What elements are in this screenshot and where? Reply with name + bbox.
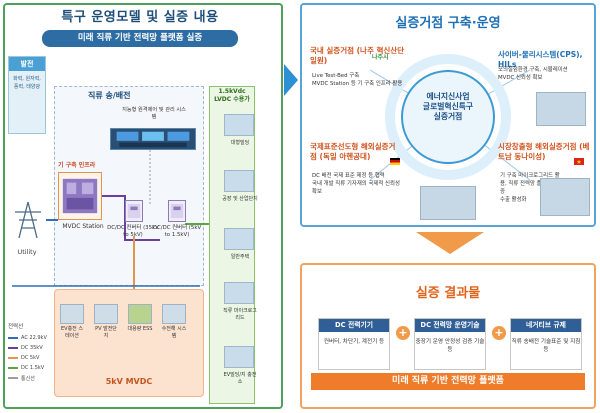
- dc-converter-icon-2: [168, 200, 186, 222]
- house-image: [224, 228, 254, 250]
- node-domestic-title: 국내 실증거점 (나주 혁신산단 일원): [310, 46, 405, 65]
- cps-lab-image: [536, 92, 586, 126]
- mvdc-station-image: [58, 172, 102, 220]
- transmission-tower-icon: [15, 201, 41, 239]
- legend-swatch-icon: [8, 377, 18, 379]
- large-building-image: [224, 114, 254, 136]
- bullet-item: Live Test-Bed 구축: [312, 73, 360, 79]
- utility-label: Utility: [17, 248, 37, 256]
- legend-swatch-icon: [8, 357, 18, 359]
- ev-charging-image: [60, 304, 84, 324]
- power-line-legend: 전력선 AC 22.9kV DC 35kV DC 5kV DC 1.5kV 통신…: [8, 322, 52, 383]
- arrow-right-icon: [284, 64, 298, 96]
- result-card-body: 직류 송배전 기술표준 및 지침 등: [511, 339, 581, 353]
- mvdc-item-pv: PV 발전단지: [95, 326, 117, 339]
- legend-label: 통신선: [21, 375, 35, 382]
- germany-site-image: [420, 186, 476, 220]
- node-germany-bullets: DC 배전 국제 표준 제정 등 협력 국내 개발 직류 기자재의 국제적 신뢰…: [312, 172, 406, 196]
- mvdc-item-ess: 대용량 ESS: [127, 326, 153, 332]
- result-card-dc-equipment: DC 전력기기 컨버터, 차단기, 계전기 등: [318, 318, 390, 370]
- legend-label: DC 5kV: [21, 355, 40, 361]
- lvdc-item-microgrid: 직류 마이크로그리드: [223, 308, 257, 321]
- result-card-head: DC 전력기기: [319, 319, 389, 332]
- bullet-item: 모의실험환경 구축, 시뮬레이션: [498, 67, 568, 73]
- hub-center-line-3: 실증거점: [433, 112, 463, 121]
- hub-inner-circle: [401, 70, 495, 164]
- pv-plant-image: [94, 304, 118, 324]
- ev-building-image: [224, 346, 254, 368]
- node-germany-title: 국제표준선도형 해외실증거점 (독일 아헨공대): [310, 142, 396, 161]
- legend-title: 전력선: [8, 324, 24, 330]
- legend-row: DC 1.5kV: [8, 363, 52, 373]
- right-top-title: 실증거점 구축·운영: [395, 16, 501, 31]
- left-banner: 미래 직류 기반 전력망 플랫폼 실증: [42, 30, 238, 47]
- bullet-item: DC 배전 국제 표준 제정 등 협력: [312, 173, 385, 179]
- generation-box: 발전 화력, 원자력, 풍력, 태양광: [8, 56, 46, 134]
- bullet-item: 수출 활성화: [500, 197, 527, 203]
- lvdc-item-large-building: 대형빌딩: [230, 140, 250, 146]
- legend-swatch-icon: [8, 337, 18, 339]
- vietnam-site-image: [540, 178, 590, 216]
- mvdc-station-label: MVDC Station: [62, 223, 104, 230]
- legend-label: AC 22.9kV: [21, 335, 47, 341]
- lvdc-item-house: 일반주택: [230, 254, 250, 260]
- node-vietnam-title: 시장창출형 해외실증거점 (베트남 동나이성): [498, 142, 590, 161]
- node-domestic-bullets: Live Test-Bed 구축 MVDC Station 등 기 구축 인프라…: [312, 72, 404, 88]
- result-card-body: 컨버터, 차단기, 계전기 등: [323, 339, 385, 345]
- dc-converter-icon-1: [125, 200, 143, 222]
- legend-label: DC 1.5kV: [21, 365, 45, 371]
- lvdc-item-ev-building: EV빌딩/지 충전소: [223, 372, 257, 385]
- plus-icon: +: [492, 326, 506, 340]
- dc-converter-label-1: DC/DC 컨버터 (35kV to 5kV): [107, 225, 159, 238]
- bullet-item: 기 구축 마이크로그리드 활용, 직류 전력망 플랫폼 실증: [500, 173, 560, 195]
- generation-subtitle: 화력, 원자력, 풍력, 태양광: [13, 76, 41, 90]
- naju-logo-text: 나주시: [372, 54, 389, 61]
- microgrid-image: [224, 282, 254, 304]
- legend-label: DC 35kV: [21, 345, 43, 351]
- plus-icon: +: [396, 326, 410, 340]
- mvdc-region-label: 5kV MVDC: [105, 377, 153, 386]
- germany-flag-icon: [390, 158, 400, 165]
- bullet-item: MVDC Station 등 기 구축 인프라 활용: [312, 81, 403, 87]
- mvdc-item-electrolysis: 수전해 시스템: [161, 326, 187, 339]
- dc-grid-heading: 직류 송/배전: [88, 91, 131, 100]
- result-card-head: 네거티브 규제: [511, 319, 581, 332]
- hub-center-line-1: 에너지신사업: [426, 92, 470, 101]
- right-bottom-title: 실증 결과물: [415, 286, 481, 301]
- legend-swatch-icon: [8, 347, 18, 349]
- bullet-item: MVDC 신뢰성 확보: [498, 75, 543, 81]
- generation-title: 발전: [9, 57, 45, 71]
- vietnam-flag-icon: [574, 158, 584, 165]
- dc-converter-label-2: DC/DC 컨버터 (5kV to 1.5kV): [152, 225, 202, 238]
- result-card-head: DC 전력망 운영기술: [415, 319, 485, 332]
- legend-row: DC 35kV: [8, 343, 52, 353]
- node-vietnam-bullets: 기 구축 마이크로그리드 활용, 직류 전력망 플랫폼 실증 수출 활성화: [500, 172, 560, 204]
- legend-row: AC 22.9kV: [8, 333, 52, 343]
- node-cps-bullets: 모의실험환경 구축, 시뮬레이션 MVDC 신뢰성 확보: [498, 66, 590, 82]
- lvdc-item-factory: 공장 및 산업단지: [222, 196, 258, 202]
- electrolysis-image: [162, 304, 186, 324]
- result-card-dc-operation: DC 전력망 운영기술 중장기 운영 안정성 검증 기술 등: [414, 318, 486, 370]
- result-card-body: 중장기 운영 안정성 검증 기술 등: [415, 339, 485, 353]
- ess-image: [128, 304, 152, 324]
- hub-outer-ring: [385, 54, 511, 180]
- node-cps-title: 사이버-물리시스템(CPS), HILs: [498, 50, 583, 69]
- legend-swatch-icon: [8, 367, 18, 369]
- legend-row: DC 5kV: [8, 353, 52, 363]
- result-footer-banner: 미래 직류 기반 전력망 플랫폼: [311, 373, 585, 390]
- result-card-regulation: 네거티브 규제 직류 송배전 기술표준 및 지침 등: [510, 318, 582, 370]
- factory-image: [224, 170, 254, 192]
- existing-infra-label: 기 구축 인프라: [58, 162, 96, 169]
- hub-center-line-2: 글로벌혁신특구: [422, 102, 474, 111]
- mvdc-item-ev-charging: EV충전 스테이션: [61, 326, 83, 339]
- left-panel-title: 특구 운영모델 및 실증 내용: [61, 10, 219, 25]
- hub-center-text: 에너지신사업 글로벌혁신특구 실증거점: [401, 92, 495, 122]
- control-room-image: [110, 128, 196, 150]
- arrow-down-icon: [416, 232, 484, 254]
- bullet-item: 국내 개발 직류 기자재의 국제적 신뢰성 확보: [312, 181, 400, 195]
- legend-row: 통신선: [8, 373, 52, 383]
- control-system-label: 지능형 원격제어 및 관리 시스템: [122, 107, 186, 120]
- lvdc-heading: 1.5kVdc LVDC 수용가: [214, 88, 250, 103]
